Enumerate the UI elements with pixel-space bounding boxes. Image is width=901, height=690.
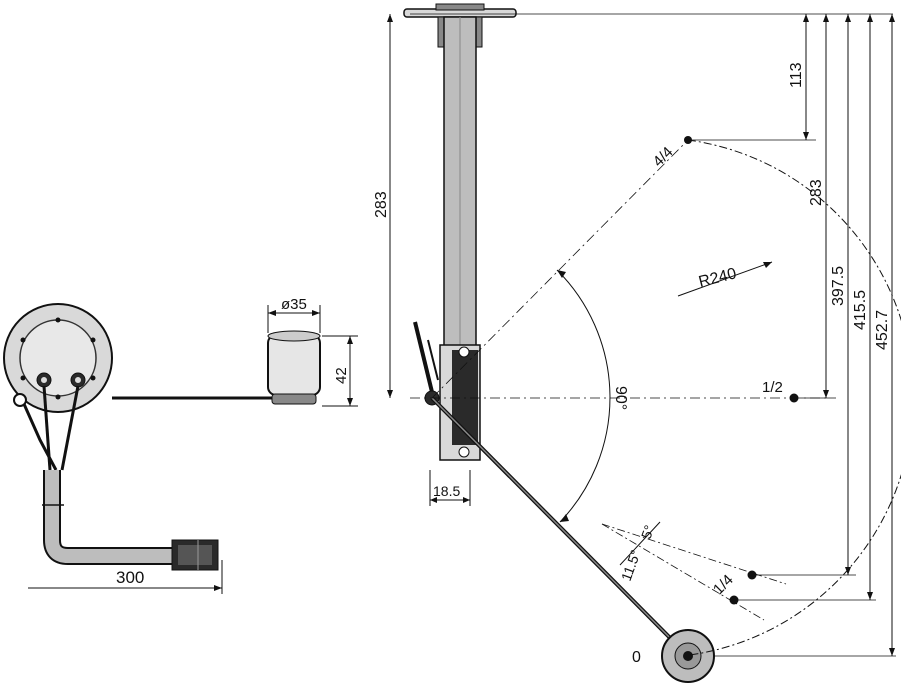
mark-quarter-dot-b [729,595,739,605]
tube-length-label: 283 [808,179,825,206]
level-marks: 4/4 1/2 1/4 0 [632,136,799,666]
float-height-label: 42 [333,367,350,384]
float-body [267,334,321,396]
mark-empty-label: 0 [632,649,641,666]
top-offset-label: 113 [788,62,805,88]
arm-length-label: 283 [373,191,390,218]
right-dimensions: 113 283 397.5 415.5 452.7 [690,14,896,657]
cable-sheath [43,470,176,565]
mark-half-dot [789,393,799,403]
bracket-width-label: 18.5 [433,483,460,499]
angle-b-label: 5° [638,523,658,541]
mark-quarter-dot-a [747,570,757,580]
mark-full-label: 4/4 [650,144,677,171]
mark-quarter-label: 1/4 [710,571,737,598]
reading-half-label: 397.5 [830,266,847,306]
reading-quarter-label: 415.5 [852,290,869,330]
mark-half-label: 1/2 [762,379,783,396]
angle-a-label: 11.5° [618,548,644,583]
float-diameter-label: ø35 [281,296,307,313]
cable-length-label: 300 [116,568,144,587]
sweep-angle-label: 90° [612,386,629,410]
total-depth-label: 452.7 [874,310,891,350]
radius-label: R240 [697,265,738,291]
mark-full-dot [684,136,692,144]
sender-elevation-view: 18.5 [403,3,715,683]
sender-head-plan-view: 300 ø35 42 [3,296,358,594]
ground-lug [13,393,27,407]
flange-inner-ring [19,319,97,397]
arm-travel-arc: R240 90° [431,139,901,656]
